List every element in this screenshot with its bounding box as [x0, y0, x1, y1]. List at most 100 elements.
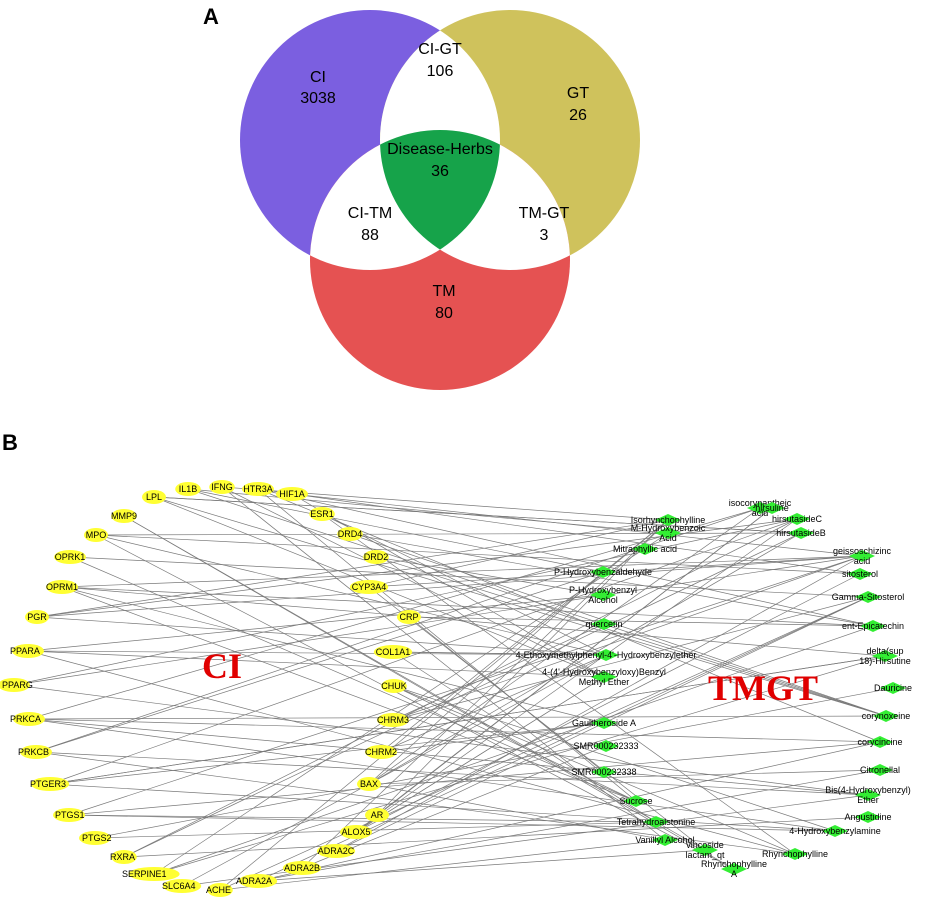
gene-node-label: SERPINE1: [122, 869, 167, 879]
compound-node-shape: [591, 766, 617, 778]
compound-node-label: Dauricine: [874, 683, 912, 693]
network-edge: [376, 519, 669, 816]
compound-node-label: Bis(4-Hydroxybenzyl)Ether: [825, 785, 911, 805]
compound-node-shape: [655, 514, 681, 526]
gene-node-drd4: DRD4: [337, 527, 363, 541]
gene-node-ppara: PPARA: [10, 644, 44, 658]
compound-node-shape: [590, 589, 616, 601]
network-edge: [349, 533, 887, 717]
compound-node-shape: [822, 825, 848, 837]
compound-node: Sucrose: [619, 795, 653, 807]
compound-node-label: Isorhynchophylline: [631, 515, 706, 525]
gene-node-mpo: MPO: [84, 528, 108, 542]
network-edge: [368, 571, 604, 785]
venn-name-tm: TM: [432, 283, 455, 300]
gene-node-label: PTGS2: [82, 833, 112, 843]
compound-node-shape: [591, 717, 617, 729]
compound-node-label: SMR000232338: [571, 767, 636, 777]
venn-name-ci-tm: CI-TM: [348, 205, 392, 222]
gene-node-col1a1: COL1A1: [373, 645, 413, 659]
panel-label-b: B: [2, 430, 18, 455]
network-edge: [257, 849, 706, 882]
venn-name-gt: GT: [567, 85, 589, 102]
gene-node-shape: [238, 874, 278, 888]
network-edge: [392, 555, 863, 721]
compound-node: Tetrahydroalstonine: [617, 816, 696, 828]
gene-node-lpl: LPL: [142, 490, 166, 504]
compound-node: SMR000232333: [573, 740, 639, 752]
network-edge: [27, 650, 607, 656]
gene-node-label: PTGS1: [55, 810, 85, 820]
gene-node-shape: [357, 777, 381, 791]
compound-node-label: Citronellal: [860, 765, 900, 775]
gene-node-label: MPO: [86, 530, 107, 540]
gene-node-shape: [282, 861, 322, 875]
network-edge: [408, 616, 605, 773]
network-edge: [335, 555, 863, 852]
compound-node: hirsutasideB: [776, 527, 826, 539]
gene-node-shape: [111, 850, 137, 864]
compound-node-shape: [652, 834, 678, 846]
network-edge: [257, 769, 881, 882]
network-edge: [153, 496, 887, 717]
gene-node-slc6a4: SLC6A4: [162, 879, 202, 893]
compound-node: Dauricine: [874, 682, 912, 694]
compound-node-shape: [721, 863, 747, 875]
compound-node: SMR000232338: [571, 766, 637, 778]
gene-node-drd2: DRD2: [363, 550, 389, 564]
network-edge: [257, 488, 637, 802]
compound-node: Rhynchophylline: [762, 848, 828, 860]
gene-node-shape: [397, 610, 421, 624]
network-edge: [95, 534, 861, 575]
compound-node-shape: [655, 527, 681, 539]
compound-node: Angustidine: [844, 811, 892, 823]
gene-node-shape: [142, 490, 166, 504]
network-edge: [13, 555, 863, 686]
network-edge: [392, 651, 657, 823]
gene-node-label: ALOX5: [341, 827, 370, 837]
venn-name-ci-gt: CI-GT: [418, 41, 462, 58]
gene-node-shape: [381, 679, 407, 693]
gene-node-label: PGR: [27, 612, 47, 622]
venn-label-gt: GT 26: [567, 85, 589, 124]
network-edge: [153, 655, 886, 875]
compound-node-shape: [593, 649, 619, 661]
venn-label-ci: CI 3038: [300, 69, 336, 107]
compound-node-label: Sucrose: [619, 796, 652, 806]
network-edge: [408, 616, 874, 627]
gene-node-rxra: RXRA: [110, 850, 137, 864]
gene-node-label: PPARA: [10, 646, 40, 656]
venn-label-tm-gt: TM-GT 3: [519, 205, 570, 244]
network-edge: [27, 594, 604, 652]
network-edge: [368, 555, 863, 588]
network-edge: [380, 519, 669, 753]
network-edge: [368, 532, 802, 785]
network-edge: [219, 596, 869, 891]
gene-node-label: MMP9: [111, 511, 137, 521]
compound-node: hirsutasideC: [772, 513, 823, 525]
group-label-ci: CI: [202, 646, 242, 686]
compound-node-label: sitosterol: [842, 569, 878, 579]
gene-node-shape: [12, 644, 44, 658]
compound-node-shape: [643, 816, 669, 828]
network-edge: [355, 507, 773, 833]
compound-node-label: hirsutasideC: [772, 514, 823, 524]
compound-node: sitosterol: [842, 568, 878, 580]
gene-node-label: BAX: [360, 779, 378, 789]
gene-node-oprm1: OPRM1: [46, 580, 78, 594]
compound-node-label: Angustidine: [844, 812, 891, 822]
panel-label-a: A: [203, 4, 219, 29]
compound-node-label: hirsutasideB: [776, 528, 826, 538]
compound-node-label: Tetrahydroalstonine: [617, 817, 696, 827]
network-edge: [28, 507, 761, 720]
compound-node-label: corynoxeine: [862, 711, 911, 721]
gene-node-shape: [377, 713, 409, 727]
network-edge: [35, 751, 869, 796]
gene-node-label: PRKCB: [18, 747, 49, 757]
compound-node-shape: [860, 620, 886, 632]
